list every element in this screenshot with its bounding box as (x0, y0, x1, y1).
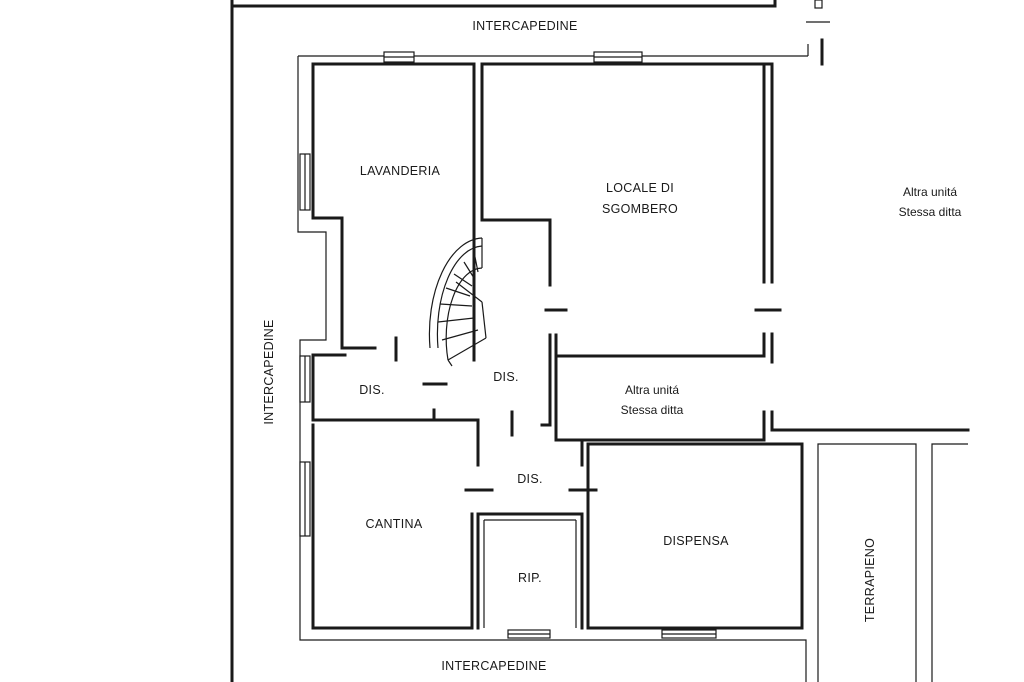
room-labels: INTERCAPEDINE INTERCAPEDINE INTERCAPEDIN… (262, 19, 962, 673)
label-altra-unita-center-line1: Altra unitá (625, 383, 679, 397)
label-terrapieno: TERRAPIENO (863, 538, 877, 622)
label-intercapedine-top: INTERCAPEDINE (472, 19, 577, 33)
spiral-staircase (428, 237, 487, 367)
label-dis-left: DIS. (359, 383, 385, 397)
label-dis-center: DIS. (493, 370, 519, 384)
label-dis-lower: DIS. (517, 472, 543, 486)
intercapedine-band (297, 44, 809, 682)
interior-walls (311, 62, 970, 682)
label-lavanderia: LAVANDERIA (360, 164, 441, 178)
label-locale-line2: SGOMBERO (602, 202, 678, 216)
label-intercapedine-left: INTERCAPEDINE (262, 319, 276, 424)
label-locale-line1: LOCALE DI (606, 181, 674, 195)
label-altra-unita-right-line2: Stessa ditta (899, 205, 962, 219)
outer-walls (230, 0, 830, 682)
label-cantina: CANTINA (366, 517, 423, 531)
windows (299, 51, 717, 639)
label-rip: RIP. (518, 571, 542, 585)
label-altra-unita-right-line1: Altra unitá (903, 185, 957, 199)
label-intercapedine-bottom: INTERCAPEDINE (441, 659, 546, 673)
label-altra-unita-center-line2: Stessa ditta (621, 403, 684, 417)
label-dispensa: DISPENSA (663, 534, 729, 548)
